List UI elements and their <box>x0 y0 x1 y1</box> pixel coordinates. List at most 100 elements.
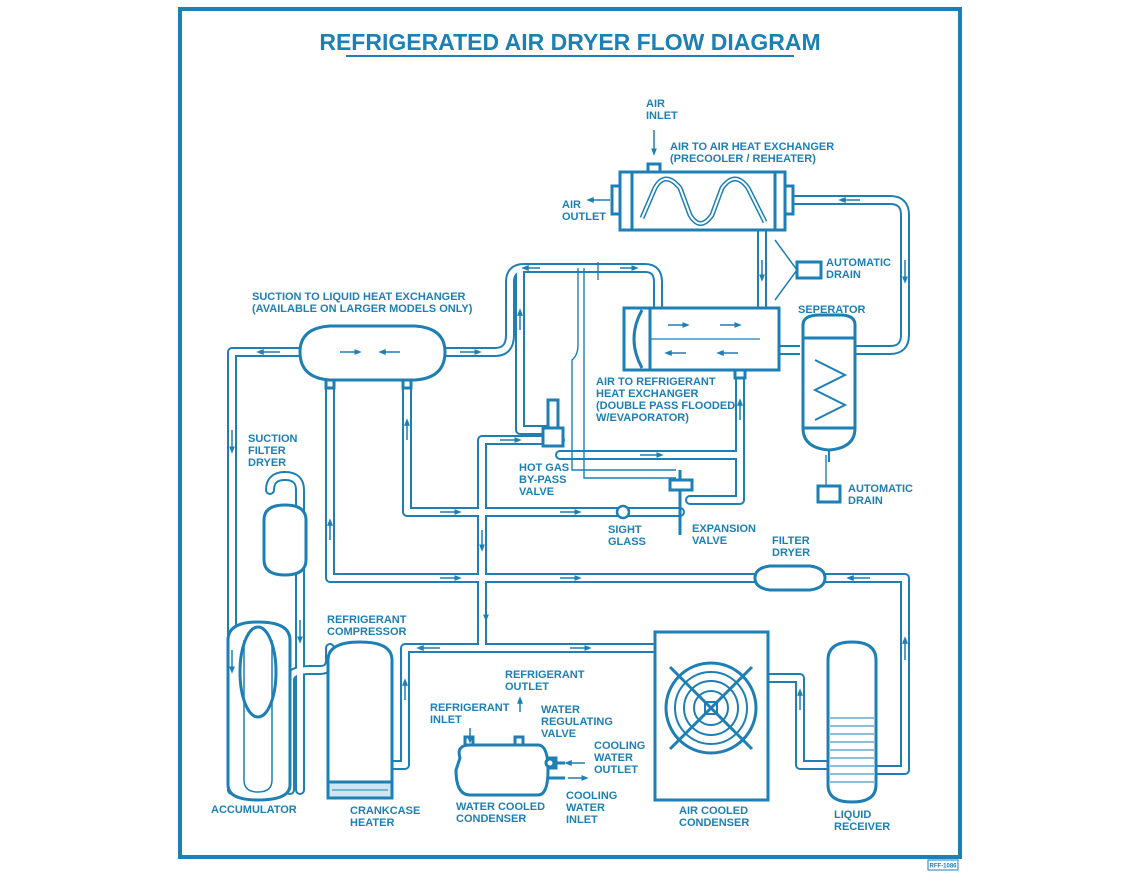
diagram-title: REFRIGERATED AIR DRYER FLOW DIAGRAM <box>319 29 820 55</box>
diagram-frame <box>178 7 962 859</box>
label-line: SUCTION <box>248 433 298 445</box>
label-line: OUTLET <box>505 681 549 693</box>
label-line: WATER <box>541 704 580 716</box>
label-line: COOLING <box>566 790 617 802</box>
label-line: AIR TO REFRIGERANT <box>596 376 716 388</box>
label-line: REFRIGERANT <box>505 669 585 681</box>
label-line: EXPANSION <box>692 523 756 535</box>
label-line: CRANKCASE <box>350 805 420 817</box>
label-line: FILTER <box>772 535 810 547</box>
label-line: DRYER <box>772 547 810 559</box>
label-accumulator: ACCUMULATOR <box>211 804 297 816</box>
automatic-drain-bottom <box>816 484 842 504</box>
label-line: (PRECOOLER / REHEATER) <box>670 153 816 165</box>
automatic-drain-top <box>795 260 823 280</box>
doc-code: RFF-1086 <box>929 864 957 870</box>
label-line: W/EVAPORATOR) <box>596 412 689 424</box>
label-line: REFRIGERANT <box>430 702 510 714</box>
label-line: RECEIVER <box>834 821 890 833</box>
label-line: LIQUID <box>834 809 871 821</box>
water-cooled-condenser <box>454 735 565 797</box>
accumulator <box>226 620 292 802</box>
label-line: INLET <box>566 814 598 826</box>
label-line: OUTLET <box>562 211 606 223</box>
drain-link-lines <box>774 239 798 301</box>
label-line: ACCUMULATOR <box>211 804 297 816</box>
sight-glass <box>615 504 631 520</box>
label-line: CONDENSER <box>456 813 526 825</box>
label-line: WATER <box>566 802 605 814</box>
label-line: HEAT EXCHANGER <box>596 388 699 400</box>
label-line: INLET <box>430 714 462 726</box>
label-line: COOLING <box>594 740 645 752</box>
air-to-air-heat-exchanger <box>610 162 795 232</box>
label-separator: SEPERATOR <box>798 304 865 316</box>
label-line: SUCTION TO LIQUID HEAT EXCHANGER <box>252 291 466 303</box>
label-line: DRAIN <box>848 495 883 507</box>
label-line: COMPRESSOR <box>327 626 407 638</box>
filter-dryer <box>753 564 827 592</box>
label-line: INLET <box>646 110 678 122</box>
label-line: GLASS <box>608 536 646 548</box>
label-line: SIGHT <box>608 524 642 536</box>
label-line: AIR <box>562 199 581 211</box>
label-line: AIR TO AIR HEAT EXCHANGER <box>670 141 834 153</box>
label-line: (AVAILABLE ON LARGER MODELS ONLY) <box>252 303 473 315</box>
label-line: WATER COOLED <box>456 801 545 813</box>
label-line: VALVE <box>692 535 727 547</box>
separator <box>801 313 857 462</box>
label-line: REGULATING <box>541 716 613 728</box>
suction-filter-dryer <box>262 503 308 577</box>
hot-gas-bypass-valve <box>541 398 565 448</box>
label-line: CONDENSER <box>679 817 749 829</box>
label-line: AUTOMATIC <box>848 483 913 495</box>
doc-code-box <box>927 859 959 871</box>
label-line: VALVE <box>541 728 576 740</box>
flow-arrows <box>229 130 908 781</box>
label-suction-liquid-hx: SUCTION TO LIQUID HEAT EXCHANGER(AVAILAB… <box>252 291 473 315</box>
label-line: (DOUBLE PASS FLOODED <box>596 400 735 412</box>
control-lines <box>571 262 827 485</box>
air-to-refrigerant-heat-exchanger <box>622 306 781 380</box>
refrigerant-compressor <box>326 640 394 800</box>
air-cooled-condenser <box>653 630 770 802</box>
label-line: HOT GAS <box>519 462 569 474</box>
suction-to-liquid-heat-exchanger <box>298 324 447 390</box>
expansion-valve <box>668 470 694 535</box>
label-line: WATER <box>594 752 633 764</box>
liquid-receiver <box>826 640 878 804</box>
label-line: DRAIN <box>826 269 861 281</box>
label-line: REFRIGERANT <box>327 614 407 626</box>
label-air-to-air-hx: AIR TO AIR HEAT EXCHANGER(PRECOOLER / RE… <box>670 141 834 165</box>
label-line: AIR <box>646 98 665 110</box>
label-line: VALVE <box>519 486 554 498</box>
label-line: SEPERATOR <box>798 304 865 316</box>
label-line: FILTER <box>248 445 286 457</box>
label-line: AUTOMATIC <box>826 257 891 269</box>
label-line: OUTLET <box>594 764 638 776</box>
label-line: AIR COOLED <box>679 805 748 817</box>
label-line: HEATER <box>350 817 394 829</box>
